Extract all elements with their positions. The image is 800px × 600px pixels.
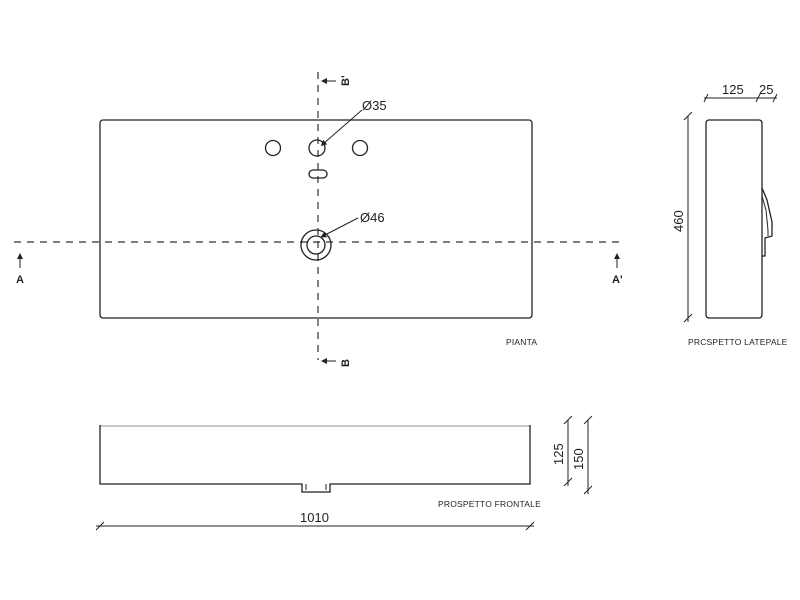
dim-label-1010: 1010 <box>300 510 329 525</box>
dim-label-25-side: 25 <box>759 82 773 97</box>
dim-tick-b <box>755 93 761 103</box>
tap-hole-center <box>308 139 326 157</box>
section-label-a-right: A' <box>612 274 623 286</box>
plan-view: Ø35 Ø46 A A' B' B PIANTA <box>14 72 623 367</box>
dim-tick-150-top <box>583 415 593 425</box>
plan-caption: PIANTA <box>506 337 537 347</box>
dim-tick-c <box>772 93 778 103</box>
basin-outline <box>99 119 533 319</box>
dim-tick-125-top <box>563 415 573 425</box>
label-drain-46: Ø46 <box>360 210 385 225</box>
leader-46 <box>320 217 359 238</box>
dim-tick-1010-left <box>95 521 105 531</box>
leader-35 <box>320 109 363 146</box>
dim-tick-460-bottom <box>683 313 693 323</box>
section-label-b-bottom: B <box>340 359 352 367</box>
side-caption: PRCSPETTO LATEPALE <box>688 337 788 347</box>
front-view: 125 150 PROSPETTO FRONTALE 1010 <box>95 415 593 531</box>
section-label-b-top: B' <box>340 75 352 86</box>
tap-hole-left <box>264 139 282 157</box>
dim-tick-a <box>703 93 709 103</box>
drain-outer <box>300 229 332 261</box>
side-view: 125 25 460 PRCSPETTO LATEPALE <box>671 82 788 347</box>
drain-inner <box>306 235 326 255</box>
dim-label-460: 460 <box>671 210 686 232</box>
front-caption: PROSPETTO FRONTALE <box>438 499 541 509</box>
dim-tick-1010-right <box>525 521 535 531</box>
front-outline <box>99 425 531 493</box>
label-hole-35: Ø35 <box>362 98 387 113</box>
tap-hole-right <box>351 139 369 157</box>
dim-tick-460-top <box>683 111 693 121</box>
section-label-a-left: A <box>16 274 24 286</box>
tap-profile <box>761 187 773 257</box>
dim-label-125-front: 125 <box>551 443 566 465</box>
overflow-slot <box>308 169 328 179</box>
side-outline <box>705 119 763 319</box>
dim-label-125-side: 125 <box>722 82 744 97</box>
tap-profile-inner <box>761 195 769 236</box>
dim-tick-125-bottom <box>563 477 573 487</box>
dim-label-150: 150 <box>571 448 586 470</box>
dim-tick-150-bottom <box>583 485 593 495</box>
